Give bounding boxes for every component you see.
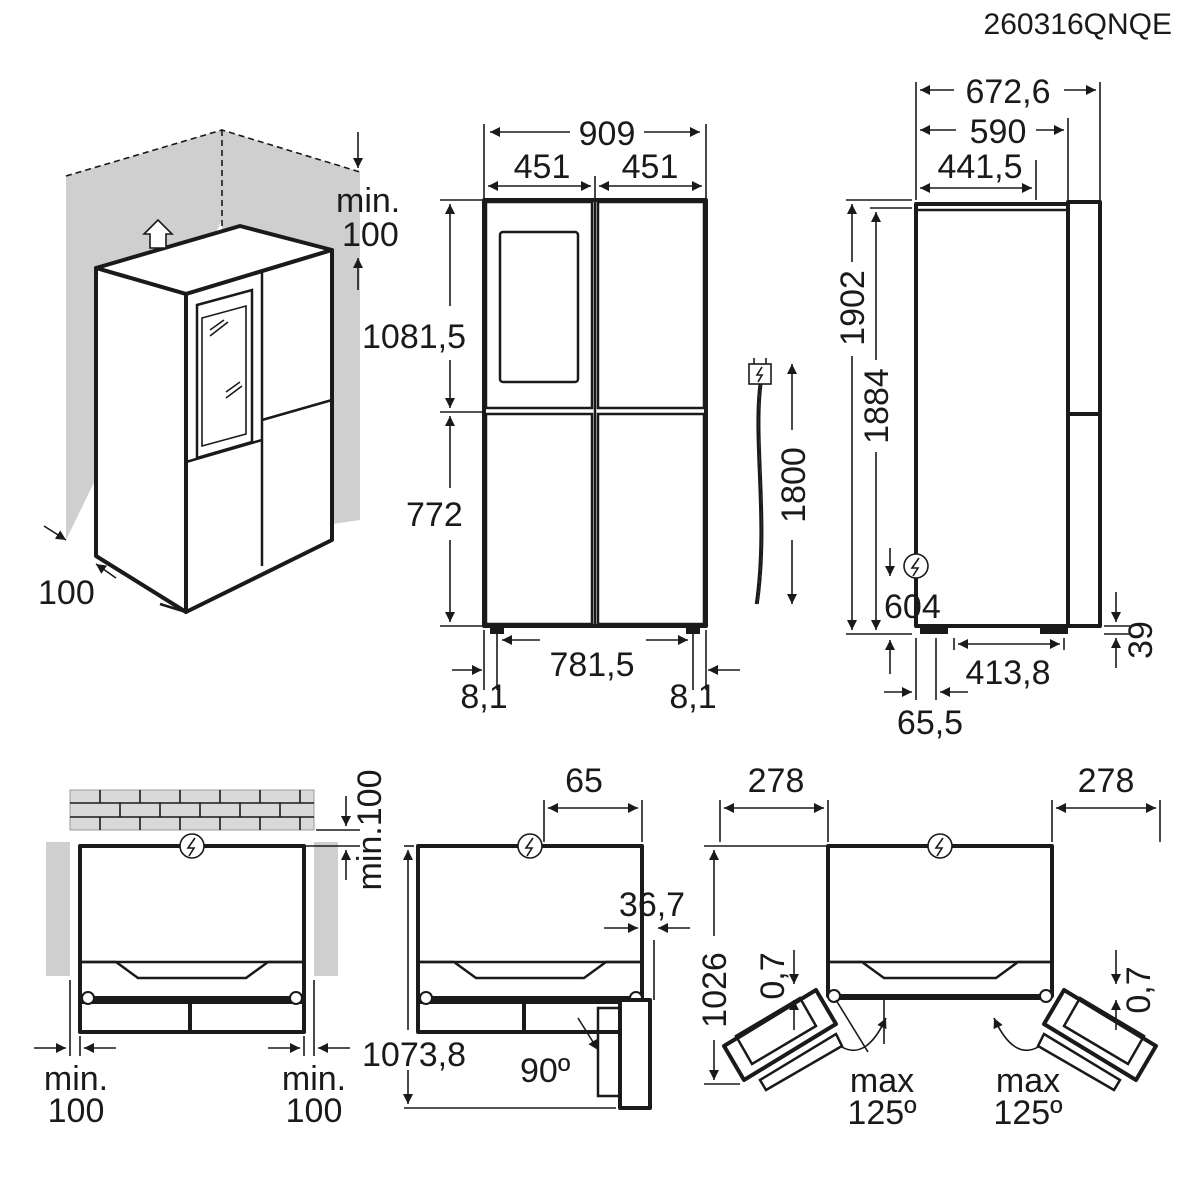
- depth-door-open-label: 1073,8: [362, 1036, 466, 1074]
- total-depth-label: 672,6: [965, 73, 1050, 111]
- total-height-label: 1902: [834, 270, 872, 346]
- upper-right-door: [596, 200, 706, 410]
- top-view-door-125: 278 278 1026 0,7 0,7 max 125º max 125º: [696, 762, 1161, 1132]
- front-view: 909 451 451 1081,5 772 781,5 8,1 8,1: [362, 115, 740, 716]
- open-door-90: [618, 998, 652, 1110]
- right-foot-offset-label: 8,1: [669, 678, 716, 716]
- depth-without-handle-label: 590: [970, 113, 1027, 151]
- door-angle-label: 90º: [520, 1052, 570, 1090]
- arrow-up-icon: [142, 218, 174, 249]
- rear-wall: [69, 789, 315, 831]
- cabinet-depth-label: 441,5: [937, 148, 1022, 186]
- display-panel: [498, 230, 580, 384]
- cabinet-height-label: 1884: [858, 368, 896, 444]
- fridge-top-outline: [826, 844, 1054, 998]
- right-angle-line2: 125º: [993, 1094, 1062, 1132]
- lower-right-door: [596, 412, 706, 626]
- socket-icon: [179, 833, 205, 859]
- upper-left-door: [484, 200, 594, 410]
- right-side-wall: [314, 842, 338, 976]
- door-offset-label: 65: [565, 762, 603, 800]
- front-foot: [1040, 626, 1068, 634]
- top-clearance-line1: min.: [336, 182, 400, 220]
- door-projection-label: 36,7: [619, 886, 685, 924]
- socket-icon: [903, 553, 929, 579]
- socket-height-label: 604: [884, 588, 941, 626]
- product-code: 260316QNQE: [984, 8, 1172, 41]
- left-foot-offset-label: 8,1: [460, 678, 507, 716]
- left-clearance-line1: min.: [44, 1060, 108, 1098]
- socket-icon: [927, 833, 953, 859]
- power-cord-line: [754, 381, 762, 605]
- foot-height-label: 39: [1122, 621, 1160, 659]
- left-door-width-label: 451: [514, 148, 571, 186]
- top-clearance-line2: 100: [342, 216, 399, 254]
- foot-distance-side-label: 413,8: [965, 654, 1050, 692]
- display-window: [195, 288, 254, 460]
- rear-foot: [920, 626, 948, 634]
- perspective-view: min. 100 100: [38, 129, 400, 614]
- rear-clearance-label: min.100: [351, 770, 389, 891]
- fridge-front: [184, 248, 334, 614]
- plug-icon: [748, 363, 772, 385]
- right-clearance-line1: min.: [282, 1060, 346, 1098]
- side-view: 672,6 590 441,5 1902 1884 604 65,5 413,8: [834, 73, 1160, 742]
- socket-icon: [517, 833, 543, 859]
- right-clearance-line2: 100: [286, 1092, 343, 1130]
- power-cord: 1800: [748, 358, 813, 605]
- left-clearance-line2: 100: [48, 1092, 105, 1130]
- left-gap-label: 0,7: [754, 952, 792, 999]
- side-cabinet: [914, 202, 1070, 628]
- power-cord-length-label: 1800: [775, 447, 813, 523]
- right-gap-label: 0,7: [1120, 966, 1158, 1013]
- top-view-door-90: 65 36,7 1073,8 90º: [362, 762, 690, 1110]
- overall-width-label: 909: [579, 115, 636, 153]
- side-clearance-label: 100: [38, 574, 95, 612]
- depth-doors-open-label: 1026: [696, 952, 734, 1028]
- fridge-side: [94, 266, 188, 614]
- right-door-width-label: 451: [622, 148, 679, 186]
- left-door-swing-label: 278: [748, 762, 805, 800]
- lower-door-height-label: 772: [406, 496, 463, 534]
- top-view-clearance: min.100 min. 100 min. 100: [34, 770, 389, 1130]
- left-angle-line1: max: [850, 1062, 914, 1100]
- foot-distance-label: 781,5: [549, 646, 634, 684]
- lower-left-door: [484, 412, 594, 626]
- upper-door-side: [1066, 200, 1102, 416]
- right-angle-line1: max: [996, 1062, 1060, 1100]
- right-door-swing-label: 278: [1078, 762, 1135, 800]
- rear-offset-label: 65,5: [897, 704, 963, 742]
- left-side-wall: [46, 842, 70, 976]
- left-angle-line2: 125º: [847, 1094, 916, 1132]
- upper-door-height-label: 1081,5: [362, 318, 466, 356]
- fridge-top-outline: [416, 844, 644, 1034]
- lower-door-side: [1066, 412, 1102, 628]
